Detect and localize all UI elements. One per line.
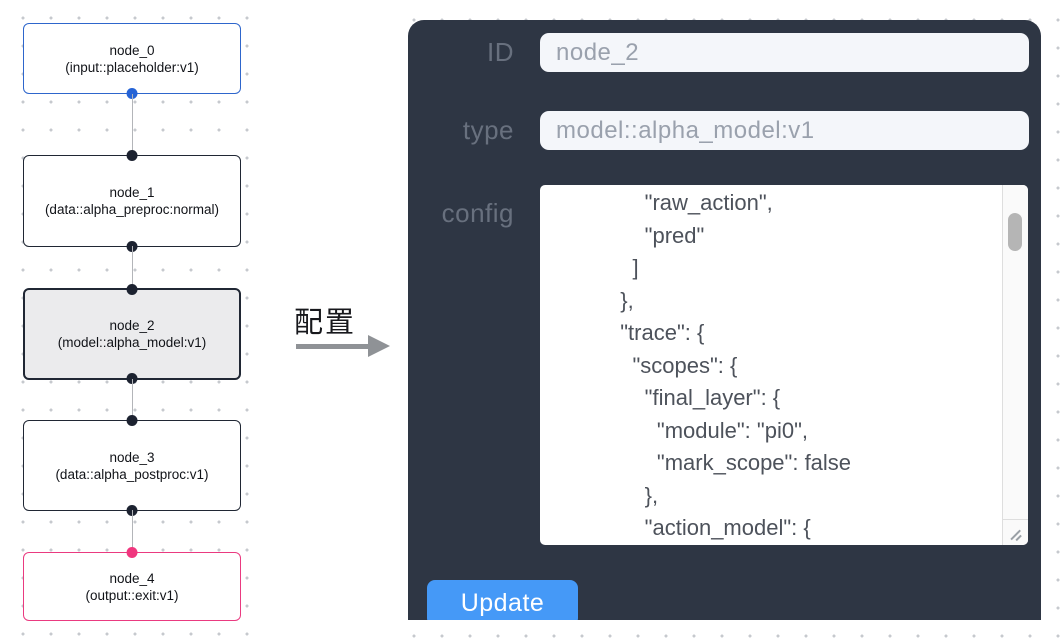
panel-region: ID type config "raw_action", "pred" ] },… [390, 0, 1062, 643]
node-type-label: (data::alpha_preproc:normal) [44, 202, 220, 217]
flow-node-node_4[interactable]: node_4 (output::exit:v1) [23, 547, 241, 621]
id-field-label: ID [487, 37, 514, 67]
id-input[interactable] [540, 33, 1029, 72]
update-button[interactable]: Update [427, 580, 578, 620]
node-title: node_2 [109, 318, 155, 333]
type-input[interactable] [540, 111, 1029, 150]
flow-canvas[interactable]: node_0 (input::placeholder:v1) node_1 (d… [0, 0, 272, 643]
config-scrollbar-track[interactable] [1002, 185, 1028, 519]
config-editor: "raw_action", "pred" ] }, "trace": { "sc… [540, 185, 1028, 545]
config-json-textarea[interactable]: "raw_action", "pred" ] }, "trace": { "sc… [540, 185, 1002, 545]
flow-node-node_2-selected[interactable]: node_2 (model::alpha_model:v1) [23, 284, 241, 384]
config-field-label: config [441, 198, 514, 228]
config-annotation-label: 配置 [294, 307, 357, 339]
output-port[interactable] [126, 373, 138, 384]
node-title: node_3 [109, 449, 155, 465]
edge-node3-node4 [131, 510, 134, 552]
node-type-label: (data::alpha_postproc:v1) [55, 466, 209, 482]
arrow-right-icon [368, 335, 390, 357]
type-field-label: type [462, 115, 514, 145]
node-type-label: (model::alpha_model:v1) [57, 335, 207, 350]
arrow-shaft [296, 344, 370, 349]
input-port[interactable] [126, 547, 138, 558]
node-title: node_1 [109, 185, 155, 200]
node-config-panel: ID type config "raw_action", "pred" ] },… [408, 20, 1041, 620]
edge-node2-node3 [131, 379, 134, 420]
node-type-label: (input::placeholder:v1) [65, 59, 199, 75]
config-scrollbar-thumb[interactable] [1008, 213, 1022, 251]
input-port[interactable] [126, 150, 138, 161]
input-port[interactable] [126, 284, 138, 295]
node-type-label: (output::exit:v1) [85, 587, 179, 603]
edge-node0-node1 [131, 94, 134, 156]
output-port[interactable] [126, 88, 138, 99]
input-port[interactable] [126, 415, 138, 426]
resize-grip-icon[interactable] [1002, 519, 1028, 545]
node-title: node_4 [109, 570, 155, 586]
flow-node-node_0[interactable]: node_0 (input::placeholder:v1) [23, 23, 241, 99]
flow-node-node_1[interactable]: node_1 (data::alpha_preproc:normal) [23, 150, 241, 252]
node-title: node_0 [109, 42, 155, 58]
flow-node-node_3[interactable]: node_3 (data::alpha_postproc:v1) [23, 415, 241, 516]
edge-node1-node2 [131, 246, 134, 288]
